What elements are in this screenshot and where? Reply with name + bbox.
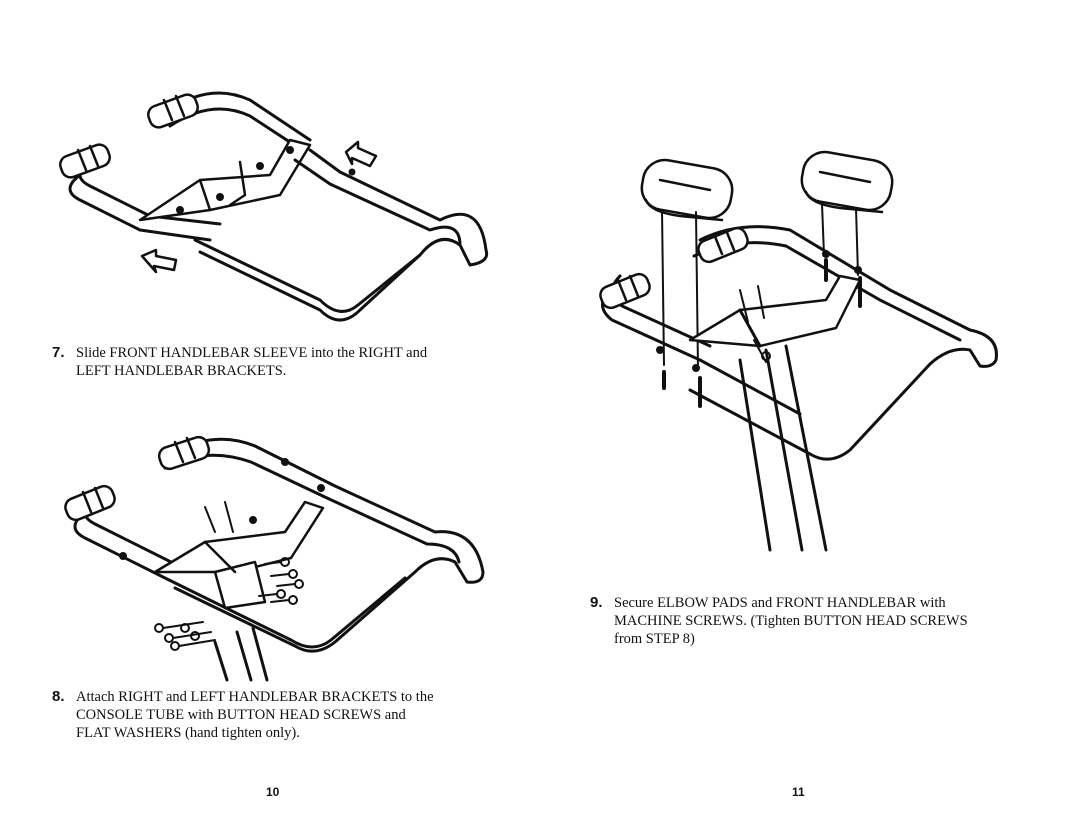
grip-left (58, 142, 113, 180)
step-number: 7. (52, 344, 65, 361)
step-text: Slide FRONT HANDLEBAR SLEEVE into the RI… (76, 345, 428, 379)
grip-left (63, 483, 118, 522)
grip-left (598, 271, 653, 310)
step-text: Attach RIGHT and LEFT HANDLEBAR BRACKETS… (76, 689, 434, 741)
elbow-pad-left (638, 157, 735, 222)
grip-right (146, 92, 201, 130)
step-8: 8. Attach RIGHT and LEFT HANDLEBAR BRACK… (52, 688, 512, 742)
grip-right (696, 225, 751, 264)
screws-right (259, 558, 303, 604)
step-7: 7. Slide FRONT HANDLEBAR SLEEVE into the… (52, 344, 512, 380)
step-text: Secure ELBOW PADS and FRONT HANDLEBAR wi… (614, 595, 968, 647)
step7-illustration (40, 80, 500, 340)
step8-illustration (55, 432, 495, 682)
elbow-pad-right (798, 150, 895, 213)
grip-right (157, 435, 211, 471)
step-9: 9. Secure ELBOW PADS and FRONT HANDLEBAR… (590, 594, 1050, 648)
page-number-left: 10 (266, 785, 280, 799)
step-number: 8. (52, 688, 65, 705)
page-number-right: 11 (792, 785, 805, 799)
step9-illustration (590, 150, 1030, 560)
step-number: 9. (590, 594, 603, 611)
screws-left (155, 622, 215, 650)
